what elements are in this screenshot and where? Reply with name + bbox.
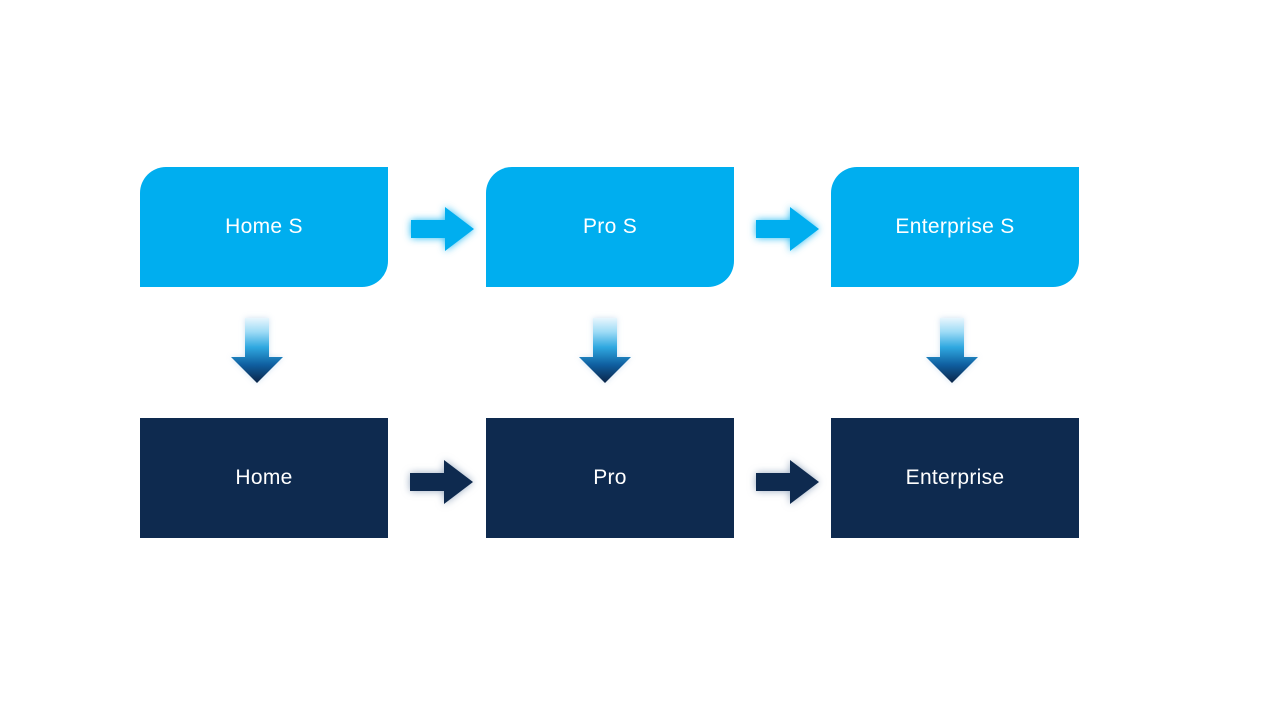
node-pro-s-label: Pro S [582,215,638,238]
node-enterprise-s: Enterprise S [831,167,1079,287]
node-home-s: Home S [140,167,388,287]
node-pro-label: Pro [593,466,627,489]
down-arrow-icon [231,318,283,383]
down-arrow-icon [926,318,978,383]
right-arrow-icon [756,460,819,504]
node-enterprise-label: Enterprise [905,466,1005,489]
right-arrow-icon [411,207,474,251]
right-arrow-icon [756,207,819,251]
right-arrow-icon [410,460,473,504]
node-pro-s: Pro S [486,167,734,287]
node-enterprise-s-label: Enterprise S [895,215,1015,238]
node-pro: Pro [486,418,734,538]
node-enterprise: Enterprise [831,418,1079,538]
node-home: Home [140,418,388,538]
node-home-s-label: Home S [225,215,303,238]
down-arrow-icon [579,318,631,383]
node-home-label: Home [235,466,293,489]
